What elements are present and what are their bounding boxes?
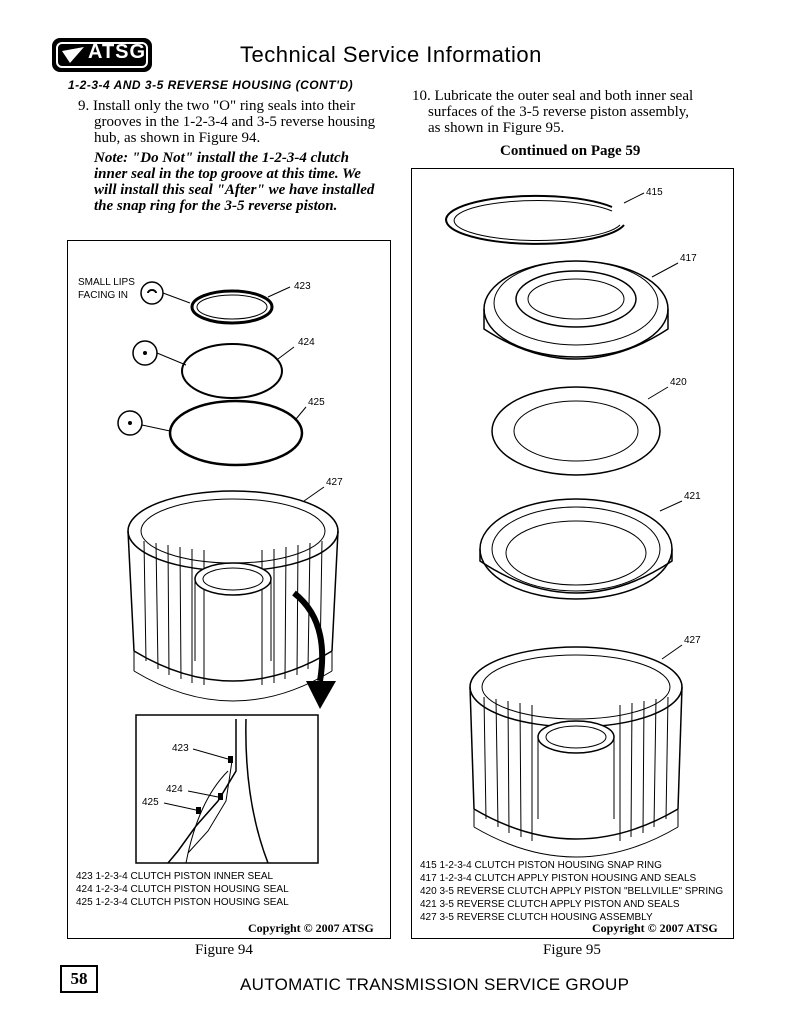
figure-95-legend: 415 1-2-3-4 CLUTCH PISTON HOUSING SNAP R… [420, 859, 723, 924]
figure-95-copyright: Copyright © 2007 ATSG [592, 921, 718, 935]
step-10-line: surfaces of the 3-5 reverse piston assem… [428, 104, 690, 120]
small-lips-label: FACING IN [78, 290, 129, 301]
section-title: 1-2-3-4 AND 3-5 REVERSE HOUSING (CONT'D) [68, 78, 354, 92]
note-line: will install this seal "After" we have i… [94, 182, 375, 198]
step-9-line: hub, as shown in Figure 94. [94, 130, 261, 146]
inset-callout-423: 423 [172, 743, 189, 754]
step-10-line: as shown in Figure 95. [428, 120, 565, 136]
step-9-line: grooves in the 1-2-3-4 and 3-5 reverse h… [94, 114, 376, 130]
figure-94-frame: SMALL LIPS FACING IN 423 424 425 427 423… [67, 240, 391, 939]
legend-item: 424 1-2-3-4 CLUTCH PISTON HOUSING SEAL [76, 884, 289, 895]
callout-423: 423 [294, 281, 311, 292]
figure-94-copyright: Copyright © 2007 ATSG [248, 921, 374, 935]
atsg-logo: ATSG [52, 38, 152, 72]
footer-text: AUTOMATIC TRANSMISSION SERVICE GROUP [240, 975, 630, 994]
legend-item: 425 1-2-3-4 CLUTCH PISTON HOUSING SEAL [76, 897, 289, 908]
legend-item: 417 1-2-3-4 CLUTCH APPLY PISTON HOUSING … [420, 873, 697, 884]
note-line: inner seal in the top groove at this tim… [94, 166, 361, 182]
figure-94-drawing [117, 281, 339, 864]
note-line: Note: "Do Not" install the 1-2-3-4 clutc… [94, 150, 349, 166]
step-9-line: 9. Install only the two "O" ring seals i… [78, 98, 356, 114]
legend-item: 423 1-2-3-4 CLUTCH PISTON INNER SEAL [76, 871, 274, 882]
callout-421: 421 [684, 491, 701, 502]
small-lips-label: SMALL LIPS [78, 277, 135, 288]
note-line: the snap ring for the 3-5 reverse piston… [94, 198, 338, 214]
inset-callout-425: 425 [142, 797, 159, 808]
figure-95-frame: 415 417 420 421 427 415 1-2-3-4 CLUTCH P… [411, 168, 734, 939]
callout-427: 427 [684, 635, 701, 646]
legend-item: 427 3-5 REVERSE CLUTCH HOUSING ASSEMBLY [420, 912, 653, 923]
legend-item: 420 3-5 REVERSE CLUTCH APPLY PISTON "BEL… [420, 886, 724, 897]
callout-415: 415 [646, 187, 663, 198]
figure-94-legend: 423 1-2-3-4 CLUTCH PISTON INNER SEAL 424… [76, 870, 289, 909]
legend-item: 421 3-5 REVERSE CLUTCH APPLY PISTON AND … [420, 899, 680, 910]
checkmark-icon [62, 47, 84, 63]
callout-420: 420 [670, 377, 687, 388]
callout-427: 427 [326, 477, 343, 488]
callout-424: 424 [298, 337, 315, 348]
callout-417: 417 [680, 253, 697, 264]
step-10-line: 10. Lubricate the outer seal and both in… [412, 88, 694, 104]
step-9-note: Note: "Do Not" install the 1-2-3-4 clutc… [94, 150, 384, 214]
page-title: Technical Service Information [240, 42, 542, 67]
figure-94-caption: Figure 94 [195, 942, 253, 958]
page-number: 58 [60, 965, 98, 993]
step-9-text: 9. Install only the two "O" ring seals i… [78, 98, 378, 146]
inset-callout-424: 424 [166, 784, 183, 795]
callout-425: 425 [308, 397, 325, 408]
continued-note: Continued on Page 59 [500, 143, 641, 159]
step-10-text: 10. Lubricate the outer seal and both in… [412, 88, 712, 136]
figure-95-drawing [445, 192, 683, 858]
logo-text: ATSG [88, 41, 147, 63]
legend-item: 415 1-2-3-4 CLUTCH PISTON HOUSING SNAP R… [420, 860, 662, 871]
figure-95-caption: Figure 95 [543, 942, 601, 958]
